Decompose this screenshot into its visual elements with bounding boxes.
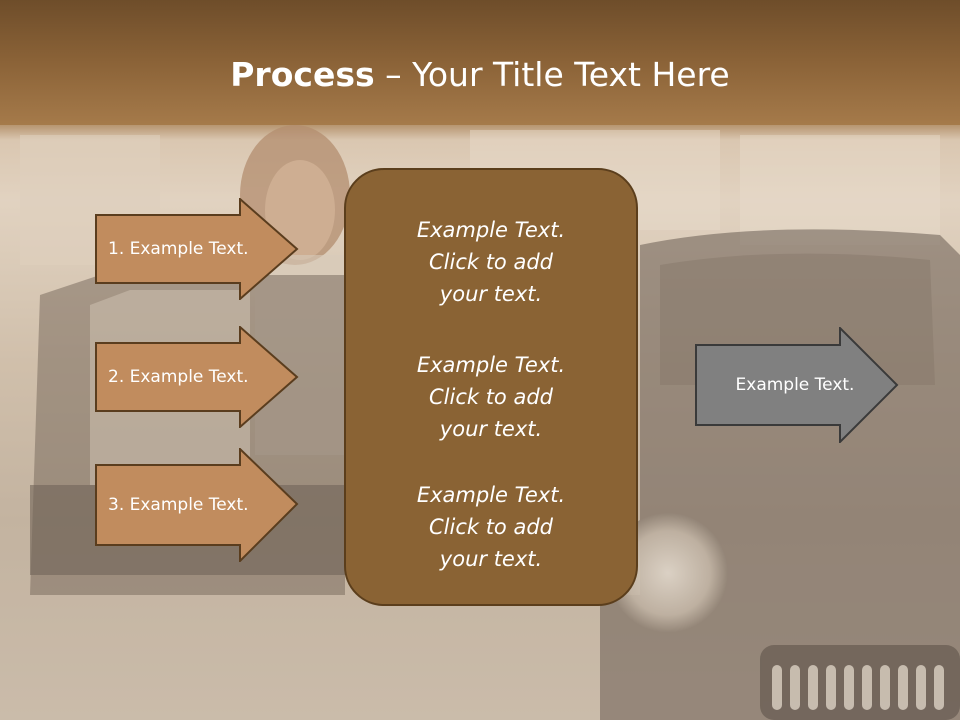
arrow-right-shape (95, 198, 299, 300)
block-line: Click to add (428, 250, 553, 274)
left-arrow-label: 3. Example Text. (108, 495, 249, 515)
title-bold: Process (230, 55, 375, 94)
left-arrow-1[interactable]: 1. Example Text. (95, 198, 299, 300)
arrow-right-shape (695, 327, 899, 443)
block-line: Click to add (428, 385, 553, 409)
left-arrow-label: 2. Example Text. (108, 367, 249, 387)
block-line: Example Text. (416, 353, 566, 377)
slide-title: Process – Your Title Text Here (0, 52, 960, 98)
right-arrow-label: Example Text. (735, 375, 855, 395)
block-line: your text. (439, 417, 543, 441)
block-line: your text. (439, 282, 543, 306)
block-line: Click to add (428, 515, 553, 539)
center-text-block-3: Example Text. Click to add your text. (346, 479, 636, 575)
arrow-right-shape (95, 448, 299, 562)
title-rest: Your Title Text Here (412, 55, 730, 94)
arrow-right-shape (95, 326, 299, 428)
center-text-box[interactable]: Example Text. Click to add your text. Ex… (344, 168, 638, 606)
center-text-block-1: Example Text. Click to add your text. (346, 214, 636, 310)
center-text-block-2: Example Text. Click to add your text. (346, 349, 636, 445)
left-arrow-2[interactable]: 2. Example Text. (95, 326, 299, 428)
block-line: your text. (439, 547, 543, 571)
left-arrow-label: 1. Example Text. (108, 239, 249, 259)
title-dash: – (374, 55, 413, 94)
left-arrow-3[interactable]: 3. Example Text. (95, 448, 299, 562)
block-line: Example Text. (416, 218, 566, 242)
right-arrow[interactable]: Example Text. (695, 327, 899, 443)
block-line: Example Text. (416, 483, 566, 507)
